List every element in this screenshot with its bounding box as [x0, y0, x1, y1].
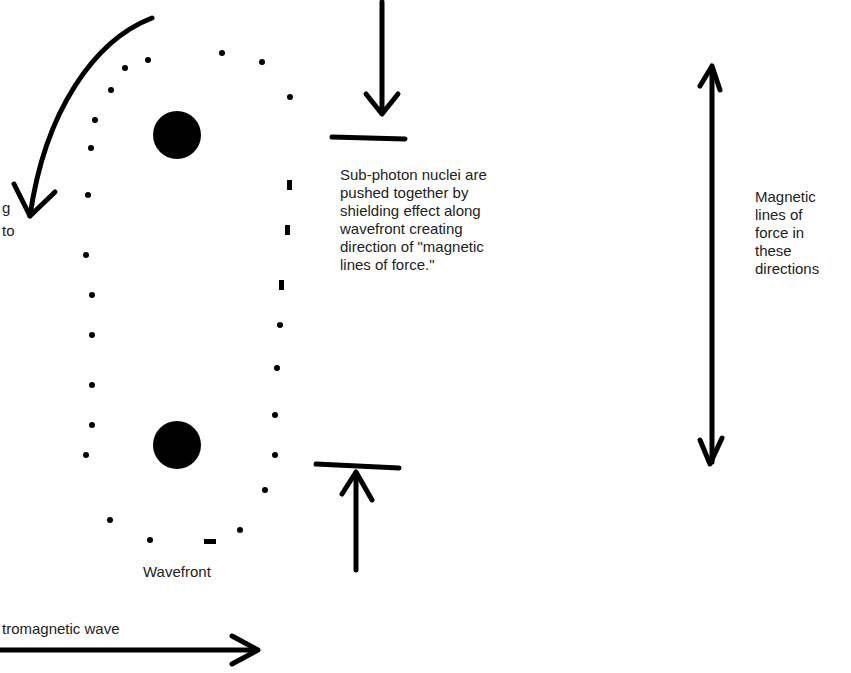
- caption-label: tromagnetic wave: [2, 620, 120, 638]
- dot: [108, 87, 114, 93]
- dot: [107, 517, 113, 523]
- arrowhead: [232, 636, 258, 664]
- bar: [332, 137, 405, 139]
- wavefront-label: Wavefront: [143, 563, 211, 581]
- curved-arrow: [30, 18, 152, 216]
- arrowhead: [14, 184, 55, 216]
- dot: [147, 537, 153, 543]
- dot: [83, 452, 89, 458]
- dot: [259, 59, 265, 65]
- dash: [279, 280, 284, 290]
- dot: [262, 487, 268, 493]
- note: Magnetic lines of force in these directi…: [755, 188, 835, 278]
- nucleus: [153, 111, 201, 159]
- cut-label: to: [2, 222, 15, 240]
- arrowhead: [366, 94, 398, 114]
- note: Sub-photon nuclei are pushed together by…: [340, 166, 508, 274]
- dot: [274, 365, 280, 371]
- dot: [287, 94, 293, 100]
- dot: [145, 57, 151, 63]
- dot: [89, 422, 95, 428]
- dot: [272, 452, 278, 458]
- wave-direction-arrow: [0, 648, 256, 653]
- cut-label: g: [2, 199, 10, 217]
- double-arrow: [710, 68, 715, 462]
- dot: [237, 527, 243, 533]
- nucleus: [153, 421, 201, 469]
- dot: [277, 322, 283, 328]
- dot: [89, 292, 95, 298]
- push-arrow: [380, 2, 385, 112]
- arrowhead: [342, 472, 372, 500]
- dot: [272, 412, 278, 418]
- dot: [89, 382, 95, 388]
- dot: [122, 65, 128, 71]
- dot: [85, 192, 91, 198]
- arrowhead: [700, 66, 720, 90]
- dot: [88, 145, 94, 151]
- dot: [89, 332, 95, 338]
- dot: [92, 117, 98, 123]
- dash: [287, 180, 292, 190]
- dot: [219, 50, 225, 56]
- arrows: [0, 2, 722, 664]
- dash: [285, 225, 290, 235]
- dot: [83, 252, 89, 258]
- wavefront-dots: [83, 50, 293, 544]
- dash: [204, 539, 216, 544]
- arrowhead: [700, 438, 722, 464]
- push-arrow: [354, 474, 359, 570]
- bar: [316, 464, 399, 468]
